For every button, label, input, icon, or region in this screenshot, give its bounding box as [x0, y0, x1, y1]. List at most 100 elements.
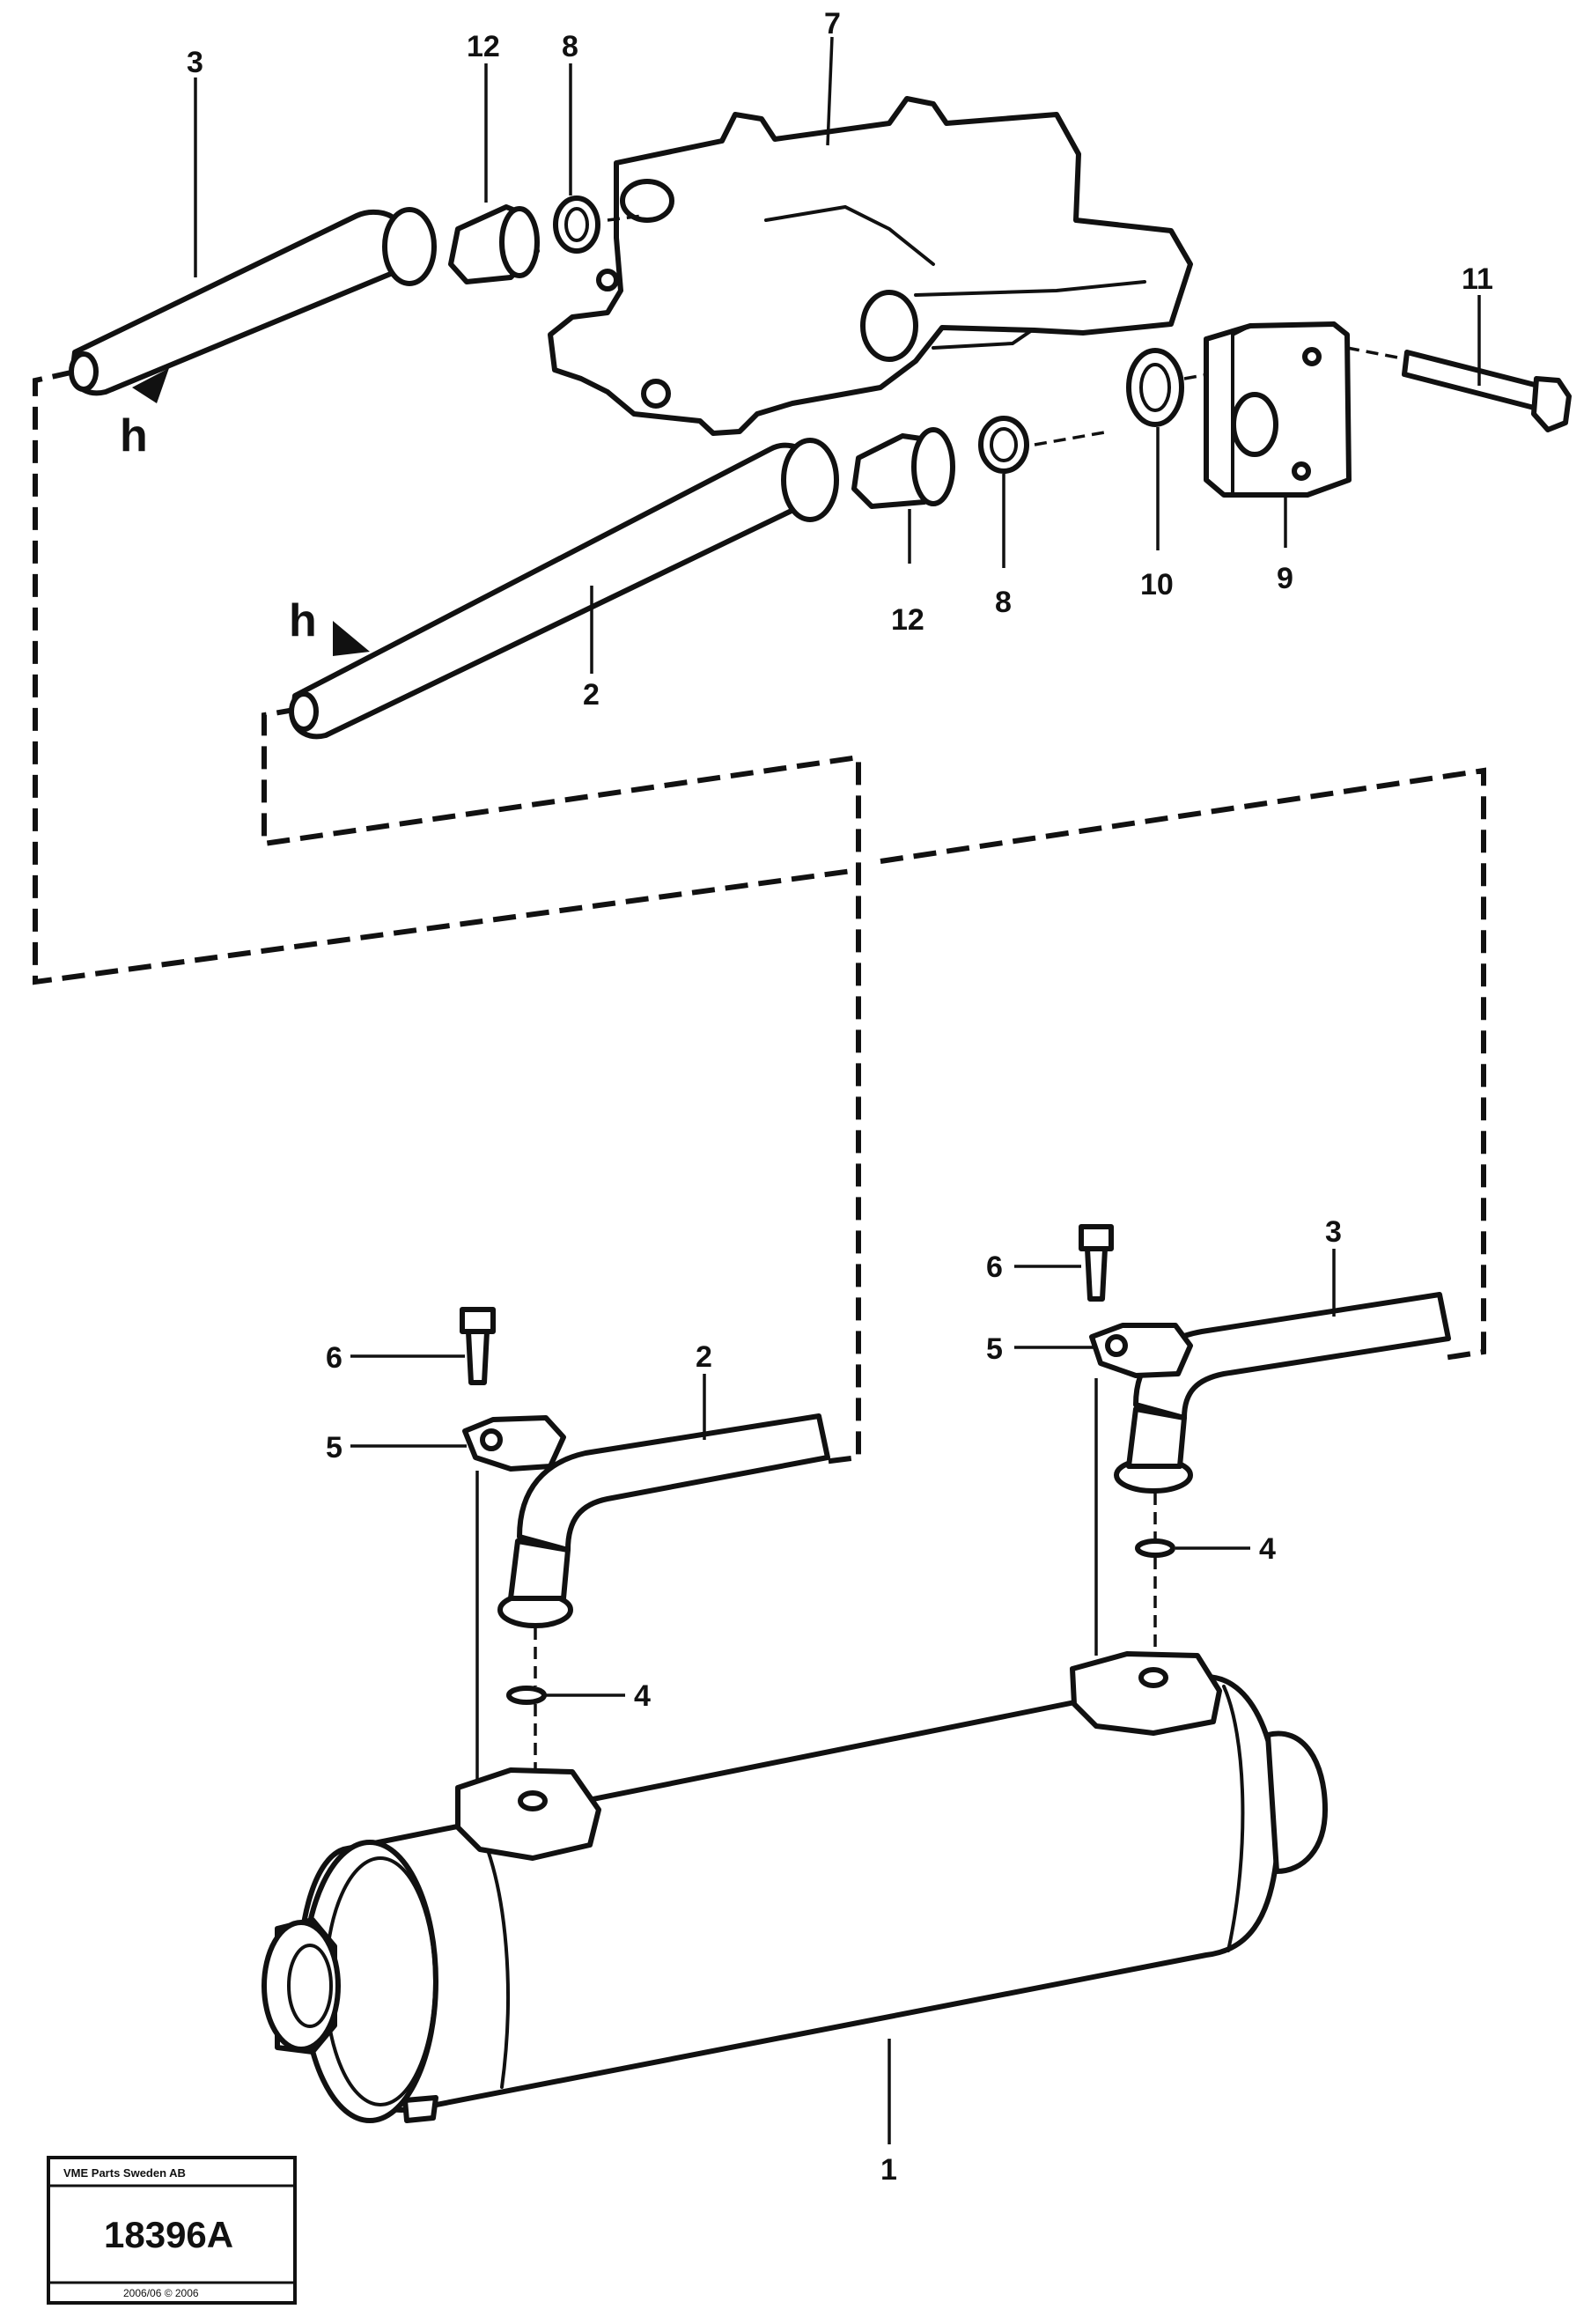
clamp-5-left-body	[462, 1415, 566, 1472]
oil-cooler-outlet-bore	[287, 1944, 333, 2028]
clamp-5-left-hole	[480, 1428, 503, 1451]
callout-3-bottom: 3	[1325, 1215, 1342, 1249]
pipe-2-upper-tip	[289, 691, 319, 732]
screw-6-right-head	[1079, 1224, 1114, 1251]
callout-2-bottom: 2	[696, 1340, 712, 1374]
stamp-header: VME Parts Sweden AB	[63, 2166, 186, 2180]
callout-5-right: 5	[986, 1332, 1003, 1366]
oil-cooler-right-stub	[1265, 1730, 1328, 1874]
nipple-12-upper	[448, 204, 540, 284]
pipe-2-upper-end	[781, 438, 839, 522]
clamp-5-left	[462, 1415, 566, 1472]
callout-7: 7	[824, 7, 841, 41]
stamp-border	[47, 2156, 297, 2305]
callout-10: 10	[1140, 568, 1174, 601]
flange-9-edge	[1231, 324, 1252, 495]
callout-leaders	[194, 36, 1481, 2144]
callout-6-right: 6	[986, 1251, 1003, 1284]
bolt-11	[1346, 346, 1572, 432]
oil-cooler-inlet-port	[518, 1790, 548, 1811]
callout-2-top: 2	[583, 678, 600, 712]
screw-6-right	[1079, 1224, 1114, 1302]
flange-9-body	[1204, 321, 1352, 498]
pipe-2-lower	[497, 1413, 830, 1628]
oil-cooler-band-right	[1222, 1685, 1245, 1952]
seal-ring-10-inner	[1139, 363, 1171, 412]
screw-6-right-shank	[1085, 1246, 1108, 1302]
callout-9: 9	[1277, 562, 1293, 595]
flange-9-bore	[1231, 392, 1278, 457]
connection-line-pipe-2	[261, 706, 861, 1464]
pipe-3-upper-tip	[69, 351, 99, 392]
washer-4-left	[506, 1686, 547, 1705]
pipe-2-upper	[289, 438, 839, 740]
connection-line-pipe-3	[33, 369, 859, 985]
pipe-2-lower-neck	[508, 1538, 571, 1601]
oil-cooler-inlet-boss	[455, 1767, 601, 1861]
connection-lines	[33, 369, 1486, 1464]
seal-ring-8-lower	[978, 416, 1029, 474]
oil-cooler-outlet-face	[261, 1920, 341, 2052]
oil-cooler-band-left	[481, 1834, 510, 2089]
axis-line-upper	[607, 214, 644, 222]
pipe-2-lower-tube	[517, 1413, 830, 1553]
nipple-12-upper-face	[499, 206, 540, 278]
clamp-5-right-hole	[1105, 1334, 1128, 1357]
nipple-12-lower-face	[911, 427, 955, 506]
stamp-footer: 2006/06 © 2006	[123, 2287, 199, 2299]
valve-bolt-hole	[641, 379, 671, 409]
valve-port-upper	[620, 179, 674, 223]
valve-housing-edge	[764, 204, 935, 266]
callout-5-left: 5	[326, 1431, 343, 1464]
leader-7	[826, 36, 834, 146]
h-marker-lower: h	[289, 595, 370, 656]
valve-housing-edge-3	[932, 328, 1034, 350]
pipe-3-upper-end	[382, 207, 437, 286]
callout-12-bottom: 12	[891, 603, 924, 637]
callout-6-left: 6	[326, 1341, 343, 1375]
bolt-11-axis	[1346, 346, 1408, 361]
nipple-12-lower	[851, 427, 955, 509]
pipe-3-upper	[69, 207, 437, 396]
bolt-11-head	[1531, 376, 1572, 432]
h-marker-lower-arrow	[333, 621, 370, 656]
seal-ring-8-upper-inner	[564, 207, 589, 242]
flange-9-bolt-hole-2	[1292, 461, 1311, 481]
valve-housing-edge-2	[914, 280, 1146, 297]
seal-ring-8-lower-inner	[990, 427, 1018, 462]
pipe-3-lower-neck	[1126, 1406, 1187, 1469]
oil-cooler-foot	[402, 2095, 438, 2123]
callout-8-bottom: 8	[995, 586, 1012, 619]
reference-stamp: VME Parts Sweden AB 18396A 2006/06 © 200…	[47, 2156, 297, 2305]
oil-cooler-1	[261, 1651, 1328, 2123]
washer-4-right	[1135, 1538, 1175, 1558]
flange-9	[1204, 321, 1352, 498]
stamp-number: 18396A	[104, 2214, 233, 2255]
bolt-11-shank	[1402, 350, 1548, 412]
callout-1: 1	[880, 2153, 897, 2187]
axis-line-lower	[1034, 430, 1110, 446]
callout-8-top: 8	[562, 30, 578, 63]
pipe-3-upper-tube	[70, 209, 416, 396]
pipe-2-upper-tube	[290, 442, 821, 740]
clamp-5-right	[1089, 1323, 1193, 1378]
valve-housing	[548, 96, 1193, 436]
flange-9-bolt-hole	[1302, 347, 1322, 366]
screw-6-left-shank	[466, 1329, 490, 1385]
callout-3-top: 3	[187, 46, 203, 79]
h-marker-lower-label: h	[289, 595, 317, 646]
callout-4-right: 4	[1259, 1532, 1276, 1566]
valve-housing-body	[548, 96, 1193, 436]
seal-ring-8-upper	[553, 196, 600, 254]
h-marker-upper-arrow	[132, 368, 169, 403]
callout-numbers: 3 12 8 7 11 12 8 10 9 2 3 6 5 4 6 5 2 4 …	[187, 7, 1493, 2187]
h-marker-upper: h	[120, 368, 169, 461]
oil-cooler-outlet-port	[1138, 1667, 1168, 1688]
oil-cooler-body	[297, 1674, 1282, 2114]
screw-6-left-head	[460, 1307, 496, 1334]
h-marker-upper-label: h	[120, 410, 148, 461]
callout-4-left: 4	[634, 1679, 651, 1713]
callout-12-top: 12	[467, 30, 500, 63]
callout-11: 11	[1462, 262, 1493, 296]
